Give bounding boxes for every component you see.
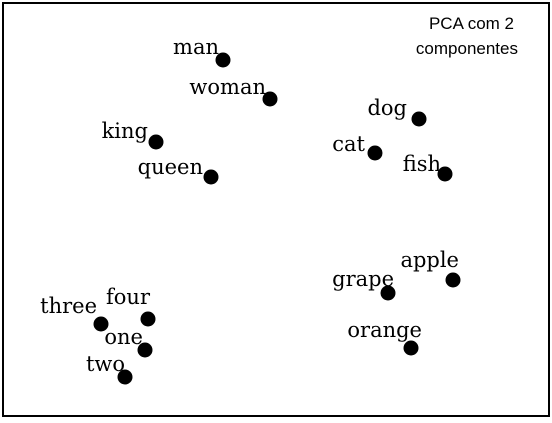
point-dog — [411, 111, 427, 127]
point-label-queen: queen — [138, 155, 203, 179]
point-label-grape: grape — [332, 267, 394, 291]
point-three — [93, 316, 109, 332]
point-woman — [262, 91, 278, 107]
point-label-three: three — [40, 294, 97, 318]
point-man — [215, 52, 231, 68]
point-label-one: one — [104, 325, 143, 349]
chart-title-line-1: PCA com 2 — [429, 14, 514, 33]
point-grape — [380, 285, 396, 301]
point-label-dog: dog — [367, 96, 407, 120]
point-label-orange: orange — [347, 318, 422, 342]
point-label-apple: apple — [400, 248, 459, 272]
point-label-cat: cat — [332, 132, 365, 156]
point-label-four: four — [106, 285, 151, 309]
point-king — [148, 134, 164, 150]
chart-title-line-2: componentes — [416, 39, 518, 58]
point-queen — [203, 169, 219, 185]
point-orange — [403, 340, 419, 356]
point-fish — [437, 166, 453, 182]
point-label-man: man — [173, 35, 219, 59]
point-label-fish: fish — [403, 152, 441, 176]
point-label-woman: woman — [189, 75, 266, 99]
point-four — [140, 311, 156, 327]
point-two — [117, 369, 133, 385]
chart-title: PCA com 2 componentes — [416, 14, 518, 58]
point-apple — [445, 272, 461, 288]
point-one — [137, 342, 153, 358]
plot-frame — [2, 2, 550, 417]
point-label-king: king — [102, 119, 148, 143]
point-label-two: two — [86, 352, 125, 376]
point-cat — [367, 145, 383, 161]
